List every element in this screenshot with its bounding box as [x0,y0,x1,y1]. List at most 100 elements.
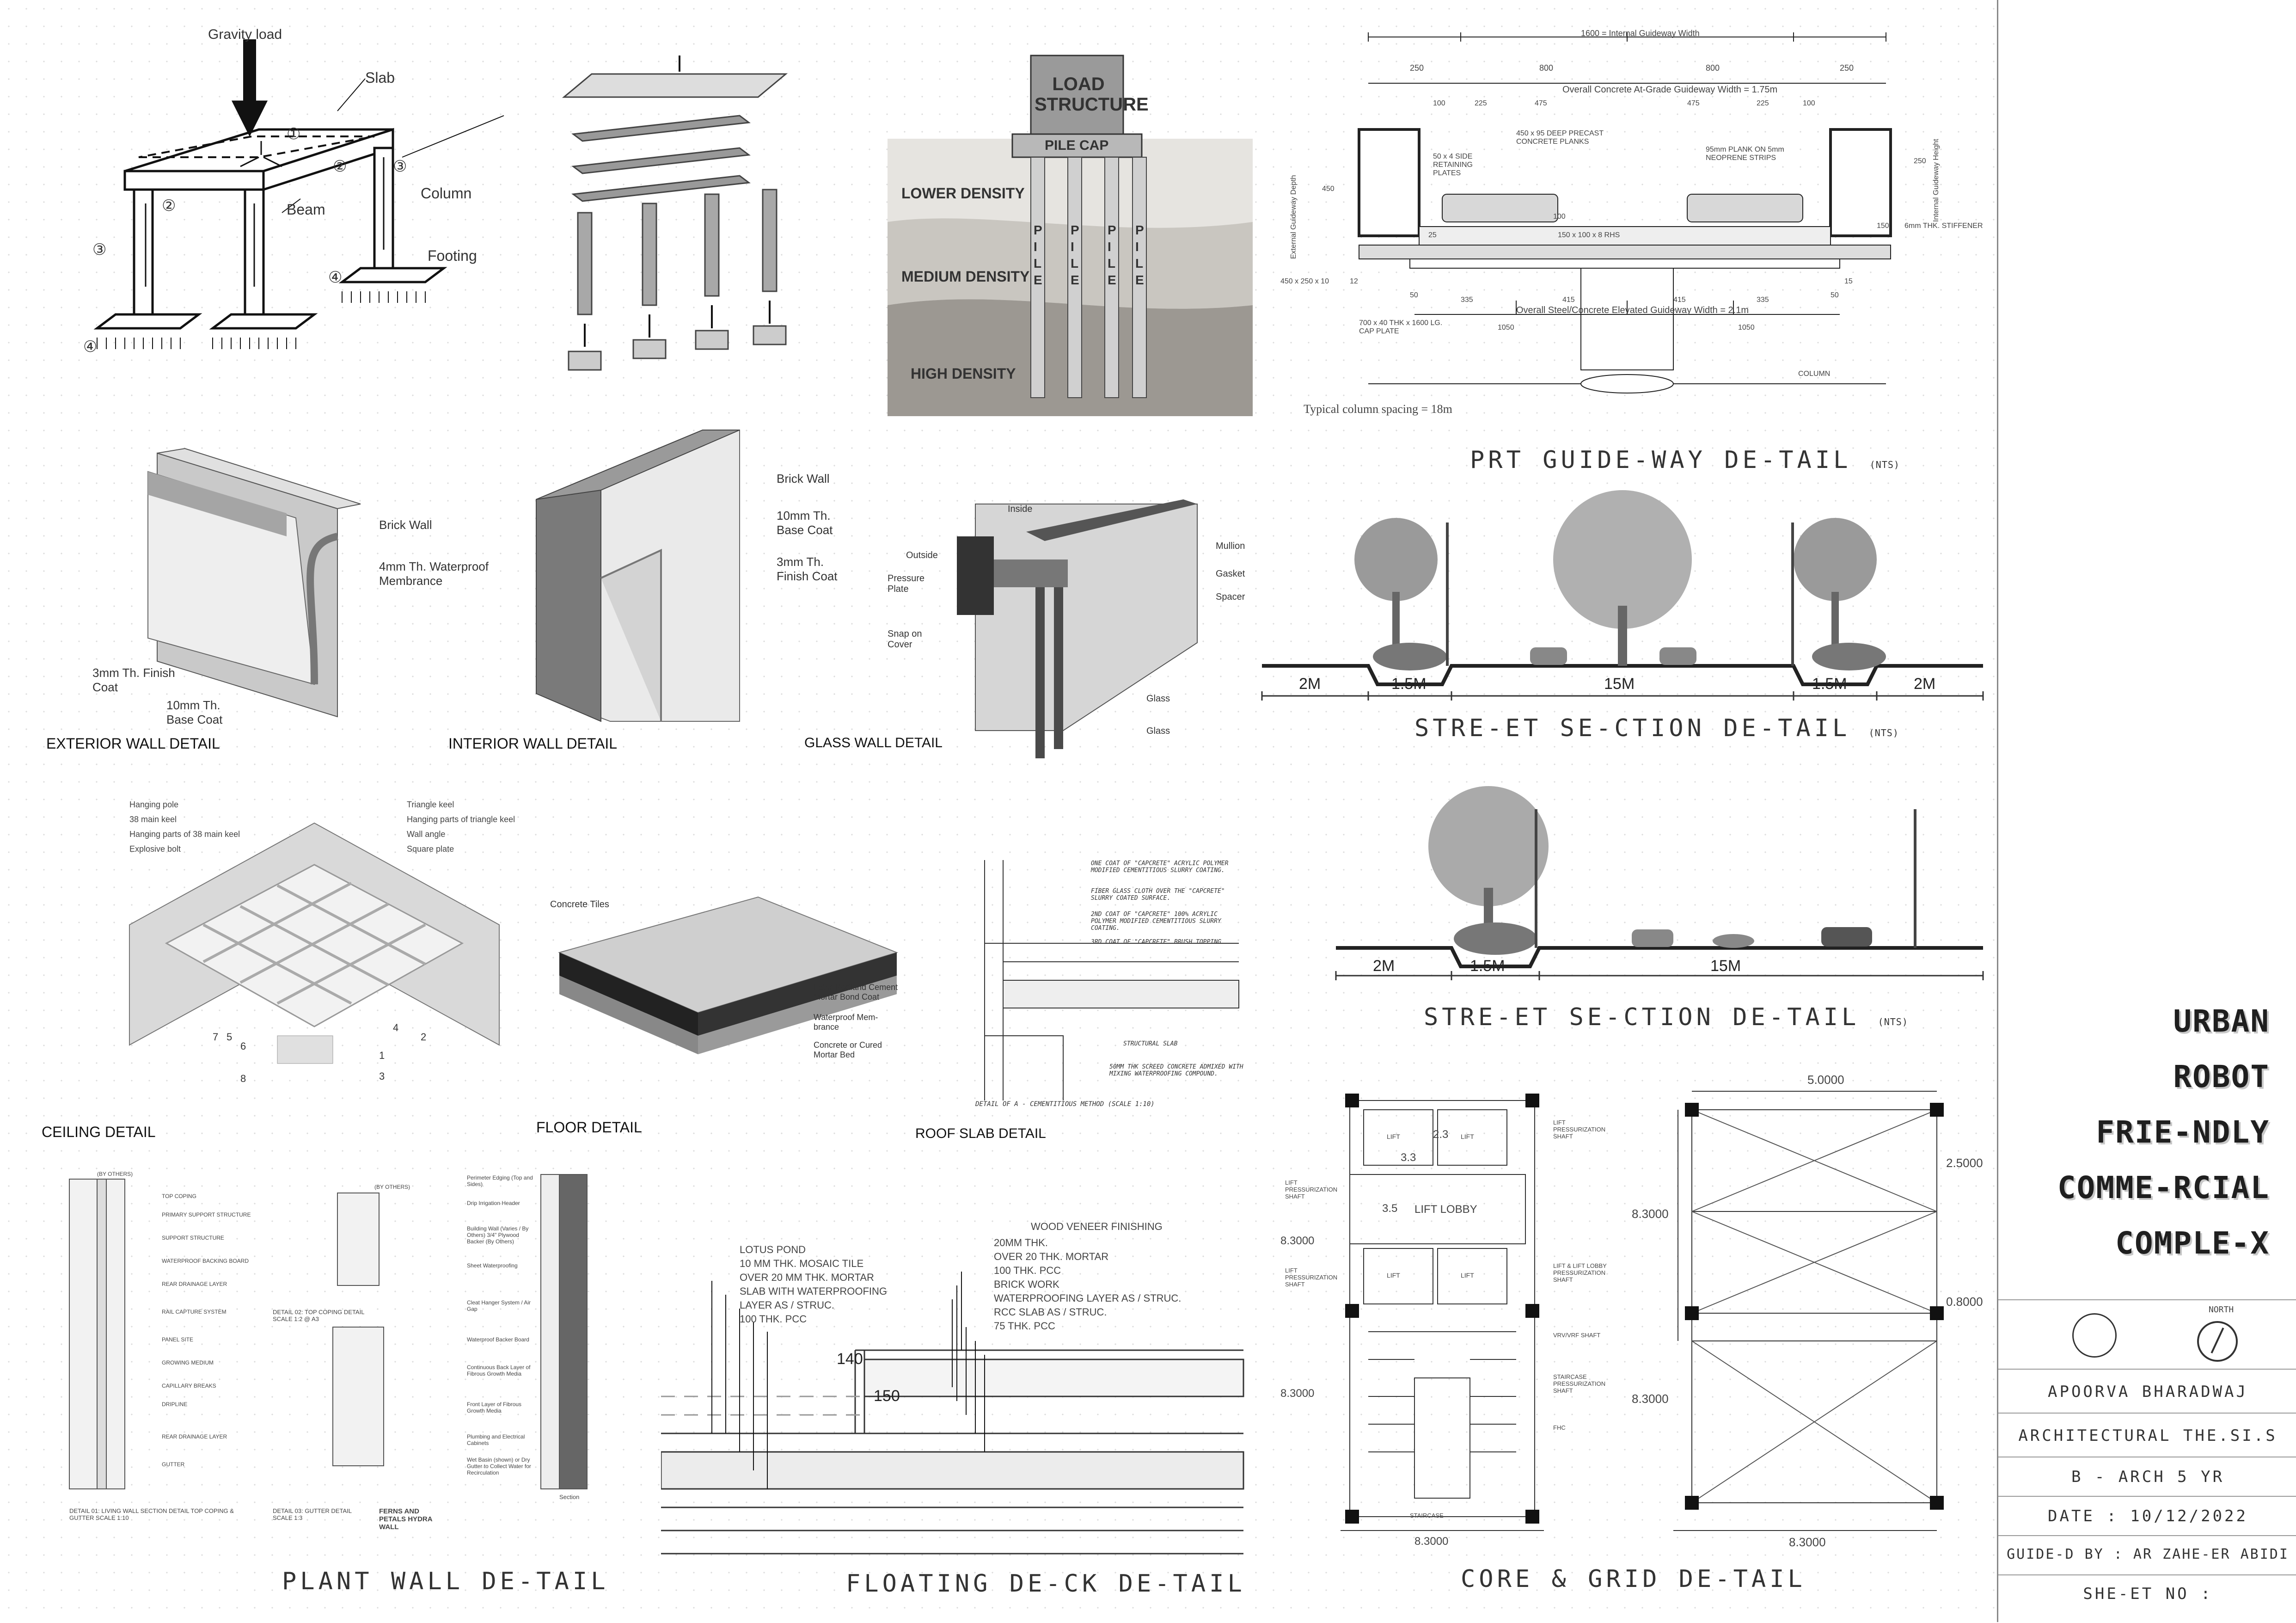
sheet-row: SHE-ET NO : [1998,1574,2296,1623]
roof-slab-caption: ROOF SLAB DETAIL [915,1126,1046,1141]
pw-c1-3: PRIMARY SUPPORT STRUCTURE [162,1211,251,1218]
gw-plank-on: 95mm PLANK ON 5mm NEOPRENE STRIPS [1706,146,1784,162]
core-press-l1: LIFT PRESSURIZATION SHAFT [1285,1179,1338,1200]
label-load-structure: LOAD STRUCTURE [1035,74,1149,115]
gw-dm-2: 225 [1475,99,1487,107]
street-section-2: 2M 1.5M 15M STRE-ET SE-CTION DE-TAIL (NT… [1331,781,1988,1050]
marker-2: ② [162,197,176,215]
structural-frame-diagram: Gravity load Slab Beam Column Footing ① … [42,18,541,398]
street-section-1-drawing [1261,490,1984,701]
marker-2b: ② [333,158,347,175]
grid-a: 2.5000 [1946,1156,1983,1170]
gw-at-grade: Overall Concrete At-Grade Guideway Width… [1562,85,1778,95]
floor-membrane: Waterproof Mem-brance [814,1013,878,1032]
pw-c1-5: WATERPROOF BACKING BOARD [162,1258,249,1264]
ceil-legend-r1: Triangle keel [407,800,454,809]
pile-label-3: PILE [1108,223,1116,287]
gw-dl-2: 335 [1461,296,1473,304]
pw-c1-9: GROWING MEDIUM [162,1359,214,1366]
gl-spacer: Spacer [1216,592,1245,602]
ceil-num-1: 1 [379,1050,385,1061]
ceil-legend-l2: 38 main keel [129,815,177,824]
pw-c3-4: Sheet Waterproofing [467,1262,518,1269]
core-lift-2: LIFT [1461,1133,1474,1140]
project-title-line-2: ROBOT [2173,1059,2270,1094]
core-press-r: LIFT PRESSURIZATION SHAFT [1553,1119,1606,1140]
project-title-line-1: URBAN [2173,1003,2270,1039]
gw-side-25: 25 [1428,231,1437,239]
gw-dm-4: 475 [1687,99,1700,107]
pw-c3-2: Drip Irrigation Header [467,1200,520,1206]
pile-foundation-diagram: LOAD STRUCTURE PILE CAP LOWER DENSITY ME… [888,46,1253,416]
ext-brick: Brick Wall [379,518,432,532]
pw-c3-7: Continuous Back Layer of Fibrous Growth … [467,1364,531,1377]
roof-note-1: ONE COAT OF "CAPCRETE" ACRYLIC POLYMER M… [1091,860,1229,874]
deck-left-1: 10 MM THK. MOSAIC TILE [740,1258,864,1269]
deck-pond: LOTUS POND [740,1244,806,1255]
pw-c1-7: RAIL CAPTURE SYSTEM [162,1309,227,1315]
name-row: APOORVA BHARADWAJ [1998,1369,2296,1414]
interior-wall-drawing [536,430,740,722]
gl-outside: Outside [906,550,938,560]
deck-right-5: WATERPROOFING LAYER AS / STRUC. [994,1292,1182,1304]
core-d33: 3.3 [1401,1151,1416,1164]
pw-c1-2: TOP COPING [162,1193,196,1199]
project-title-line-5: COMPLE-X [2115,1225,2270,1261]
marker-1: ① [287,125,301,143]
exterior-wall-caption: EXTERIOR WALL DETAIL [46,735,220,752]
pw-c2-top: (BY OTHERS) [374,1184,410,1190]
gw-int-height: Internal Guideway Height [1932,139,1940,222]
gw-dl-6: 50 [1831,291,1839,299]
roof-note-6: 50MM THK SCREED CONCRETE ADMIXED WITH MI… [1109,1064,1243,1077]
prt-guideway-detail: 1600 = Internal Guideway Width 250 800 8… [1276,18,1997,481]
glass-wall-drawing [957,499,1198,758]
gw-side-250: 250 [1914,157,1926,165]
pw-c1-12: REAR DRAINAGE LAYER [162,1433,227,1440]
gw-dm-6: 100 [1803,99,1815,107]
course-label: B - ARCH 5 YR [2071,1468,2225,1486]
institution-logo [2072,1313,2117,1358]
north-arrow-icon [2197,1321,2238,1362]
deck-left-3: SLAB WITH WATERPROOFING [740,1285,888,1297]
s1-dim-5: 2M [1914,675,1936,693]
gw-stiffener: 6mm THK. STIFFENER [1904,222,1983,230]
gw-dl-3: 415 [1562,296,1575,304]
pw-ferns: FERNS AND PETALS HYDRA WALL [379,1507,433,1531]
plant-wall-detail: (BY OTHERS) TOP COPING PRIMARY SUPPORT S… [55,1165,656,1600]
glass-wall-caption: GLASS WALL DETAIL [804,735,943,750]
floating-deck-drawing [661,1272,1244,1555]
label-high-density: HIGH DENSITY [911,365,1016,382]
core-lift-1: LIFT [1387,1133,1400,1140]
s1-dim-1: 2M [1299,675,1321,693]
roof-title-note: DETAIL OF A - CEMENTITIOUS METHOD (SCALE… [975,1100,1155,1108]
deck-right-3: 100 THK. PCC [994,1265,1061,1276]
gw-spacing: Typical column spacing = 18m [1304,402,1452,416]
floor-drawing [558,896,899,1054]
marker-3b: ③ [393,158,407,175]
gw-side-150: 150 [1877,222,1889,230]
deck-dim-150: 150 [874,1387,900,1405]
s2-dim-2: 1.5M [1470,957,1505,975]
gl-pressure: Pressure Plate [888,573,925,594]
roof-slab-drawing [984,860,1239,1100]
pw-c1-11: DRIPLINE [162,1401,188,1408]
label-beam: Beam [287,201,325,218]
ceil-legend-l1: Hanging pole [129,800,179,809]
roof-slab-detail: ONE COAT OF "CAPCRETE" ACRYLIC POLYMER M… [915,842,1276,1156]
ceiling-detail: Hanging pole 38 main keel Hanging parts … [37,786,527,1156]
grid-e: 8.3000 [1789,1535,1826,1549]
guide-label: GUIDE-D BY : AR ZAHE-ER ABIDI [2007,1546,2289,1562]
ceil-legend-l3: Hanging parts of 38 main keel [129,830,240,839]
gw-side-450: 450 [1322,185,1335,193]
pile-drawing [888,55,1253,416]
project-title-line-4: COMME-RCIAL [2057,1170,2270,1205]
student-name: APOORVA BHARADWAJ [2048,1383,2248,1401]
gl-gasket: Gasket [1216,569,1245,579]
gl-glass-2: Glass [1146,726,1170,736]
core-fhc: FHC [1553,1424,1566,1431]
int-finish: 3mm Th. Finish Coat [777,555,838,583]
gl-snap: Snap on Cover [888,629,922,650]
gw-dl-1: 50 [1410,291,1418,299]
gw-side-100: 100 [1553,213,1566,221]
roof-note-3: 2ND COAT OF "CAPCRETE" 100% ACRYLIC POLY… [1091,911,1221,932]
